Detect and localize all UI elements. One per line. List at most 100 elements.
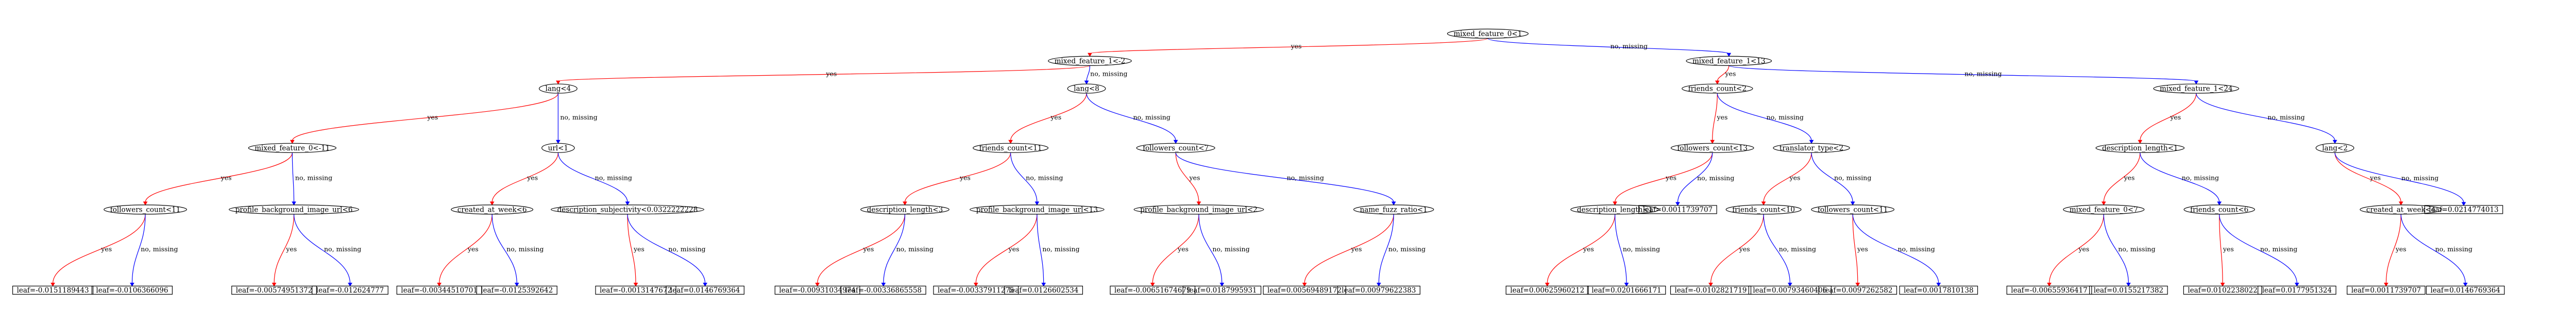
edge-label-yes: yes	[1008, 245, 1020, 253]
edge-no-n27-l24: no, missing	[2103, 214, 2156, 287]
leaf-value: leaf=-0.00931034974	[779, 286, 856, 295]
split-condition: description_length<3	[867, 205, 943, 214]
edge-line	[145, 152, 293, 202]
edge-label-yes: yes	[2369, 174, 2381, 181]
edge-line	[817, 214, 906, 284]
edge-line	[1010, 152, 1038, 202]
edge-arrowhead	[973, 282, 978, 287]
edge-label-no-missing: no, missing	[1287, 174, 1324, 181]
edge-label-yes: yes	[862, 245, 874, 253]
leaf-box	[1263, 285, 1346, 295]
leaf-box	[1748, 285, 1832, 295]
split-node-friends-count-11: friends_count<11	[973, 143, 1049, 153]
split-ellipse	[538, 83, 578, 94]
leaf-box	[91, 285, 173, 295]
leaf-box	[840, 285, 926, 295]
leaf-box	[2006, 285, 2092, 295]
split-ellipse	[1725, 204, 1802, 215]
edge-line	[1086, 93, 1176, 141]
edge-label-yes: yes	[2395, 245, 2406, 253]
edge-line	[1852, 214, 1939, 284]
edge-yes-n27-l23: yes	[2047, 214, 2104, 287]
leaf-value: leaf=-0.00574951372	[236, 286, 313, 295]
edge-arrowhead	[50, 282, 55, 287]
edge-no-n28-l26: no, missing	[2219, 214, 2299, 287]
leaf-node-leaf-0-0151189443: leaf=-0.0151189443	[12, 285, 94, 295]
edge-line	[1712, 93, 1718, 141]
edge-label-no-missing: no, missing	[1212, 245, 1249, 253]
edge-label-no-missing: no, missing	[2118, 245, 2155, 253]
split-condition: created_at_week<4	[2366, 205, 2436, 214]
edge-yes-n22-l15: yes	[1302, 214, 1394, 287]
split-ellipse	[248, 143, 336, 153]
split-node-mixed-feature-1-13: mixed_feature_1<13	[1686, 56, 1772, 66]
edge-yes-n6-n13: yes	[2138, 93, 2197, 144]
edge-label-yes: yes	[2078, 245, 2089, 253]
leaf-node-leaf-0-0013147672: leaf=-0.0013147672	[595, 285, 676, 295]
edge-label-no-missing: no, missing	[1779, 245, 1816, 253]
split-node-mixed-feature-0-11: mixed_feature_0<-11	[248, 143, 336, 153]
leaf-node-leaf-0-0187995931: leaf=0.0187995931	[1182, 285, 1262, 295]
leaf-box	[2183, 285, 2262, 295]
leaf-value: leaf=-0.00651674679	[1114, 286, 1191, 295]
split-condition: description_subjectivity<0.0322222228	[557, 205, 698, 214]
edge-arrowhead	[1809, 140, 1814, 144]
edge-label-no-missing: no, missing	[896, 245, 934, 253]
edge-no-n20-l12: no, missing	[1037, 214, 1079, 287]
edge-label-yes: yes	[1857, 245, 1868, 253]
edge-yes-n19-l9: yes	[815, 214, 906, 287]
edge-arrowhead	[2126, 282, 2131, 287]
edge-label-no-missing: no, missing	[1388, 245, 1426, 253]
edge-label-yes: yes	[1789, 174, 1801, 181]
edge-yes-n12-n25: yes	[1761, 152, 1812, 205]
edge-line	[292, 93, 558, 141]
edge-label-no-missing: no, missing	[595, 174, 632, 181]
edge-label-yes: yes	[1189, 174, 1200, 181]
edge-yes-n5-n11: yes	[1710, 93, 1727, 144]
leaf-node-leaf-0-0177951324: leaf=0.0177951324	[2258, 285, 2336, 295]
edge-arrowhead	[2294, 282, 2299, 287]
edge-arrowhead	[1761, 201, 1766, 205]
split-node-mixed-feature-1-2: mixed_feature_1<-2	[1048, 56, 1132, 66]
split-condition: profile_background_image_url<2	[1140, 205, 1258, 214]
edge-no-n23-l18: no, missing	[1615, 214, 1660, 287]
edge-label-no-missing: no, missing	[2260, 245, 2297, 253]
split-condition: profile_background_image_url<13	[976, 205, 1098, 214]
edge-no-n4-n10: no, missing	[1086, 93, 1178, 144]
edge-line	[1198, 214, 1223, 284]
leaf-box	[312, 285, 388, 295]
edge-label-no-missing: no, missing	[2182, 174, 2219, 181]
edge-label-yes: yes	[1739, 245, 1750, 253]
split-ellipse	[970, 204, 1105, 215]
edge-arrowhead	[2332, 140, 2337, 144]
split-condition: lang<2	[2322, 144, 2348, 152]
leaf-node-leaf-0-00574951372: leaf=-0.00574951372	[231, 285, 317, 295]
split-condition: mixed_feature_0<1	[1453, 30, 1522, 38]
edge-line	[1852, 214, 1858, 284]
edge-arrowhead	[1008, 140, 1013, 144]
leaf-node-leaf-0-0146769364: leaf=0.0146769364	[2426, 285, 2505, 295]
edge-line	[2140, 152, 2220, 202]
leaf-value: leaf=-0.0102821719	[1675, 286, 1747, 295]
split-ellipse	[1811, 204, 1895, 215]
leaf-value: leaf=-0.00655936417	[2011, 286, 2088, 295]
edge-line	[131, 214, 146, 284]
edge-arrowhead	[2101, 201, 2106, 205]
edge-label-yes: yes	[221, 174, 232, 181]
edge-arrowhead	[1787, 282, 1792, 287]
split-node-translator-type-2: translator_type<2	[1773, 143, 1850, 153]
leaf-node-leaf-0-00344510701: leaf=-0.00344510701	[396, 285, 482, 295]
edge-line	[1811, 152, 1853, 202]
edge-arrowhead	[1084, 80, 1089, 85]
edge-yes-n3-n7: yes	[290, 93, 558, 144]
edge-line	[975, 214, 1038, 284]
edge-arrowhead	[1675, 202, 1680, 206]
edge-line	[2385, 214, 2401, 284]
edge-label-yes: yes	[1725, 70, 1736, 78]
edge-label-yes: yes	[427, 113, 438, 121]
edge-line	[1378, 214, 1394, 284]
leaf-value: leaf=-0.0013147672	[600, 286, 672, 295]
edge-label-yes: yes	[1291, 42, 1302, 50]
